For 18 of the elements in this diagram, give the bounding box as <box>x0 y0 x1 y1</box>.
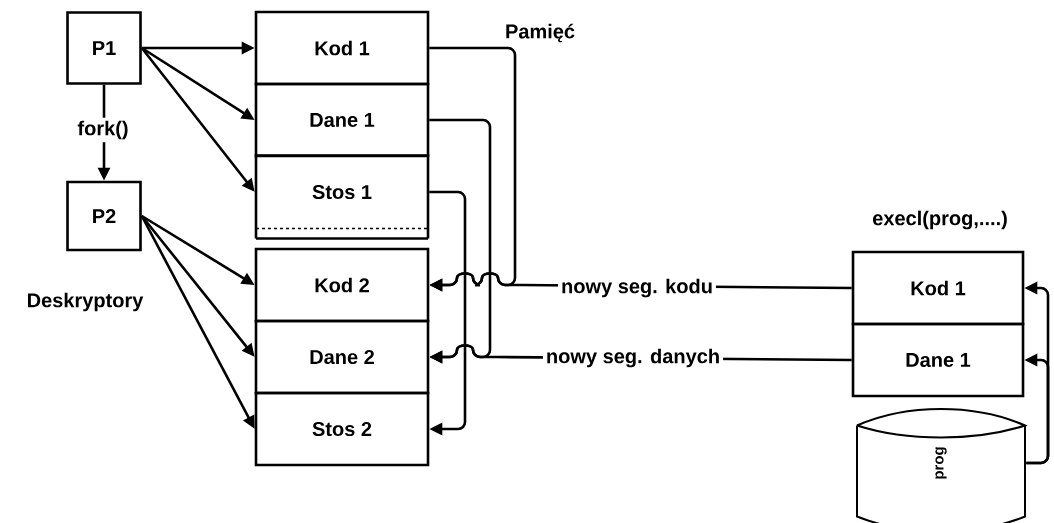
memory-segment-box: Dane 2 <box>254 319 430 395</box>
edge-label: nowy seg. kodu <box>558 275 716 301</box>
caption-text: Deskryptory <box>28 292 144 312</box>
edge-label: fork() <box>74 117 132 143</box>
memory-segment-box: P1 <box>66 11 142 85</box>
memory-segment-box: P2 <box>66 180 142 252</box>
memory-segment-box: Dane 1 <box>851 322 1025 398</box>
caption-text: Pamięć <box>506 23 575 43</box>
memory-segment-box: Kod 1 <box>851 250 1025 326</box>
memory-segment-box: Stos 2 <box>254 391 430 467</box>
memory-segment-box: Kod 2 <box>254 247 430 323</box>
arrow <box>429 190 467 436</box>
memory-segment-box: Stos 1 <box>254 154 430 240</box>
caption-text: execl(prog,....) <box>873 210 1007 230</box>
disk-cylinder: prog <box>856 408 1026 523</box>
memory-segment-box: Dane 1 <box>254 82 430 158</box>
edge-label: nowy seg. danych <box>542 345 724 371</box>
memory-segment-box: Kod 1 <box>254 10 430 86</box>
